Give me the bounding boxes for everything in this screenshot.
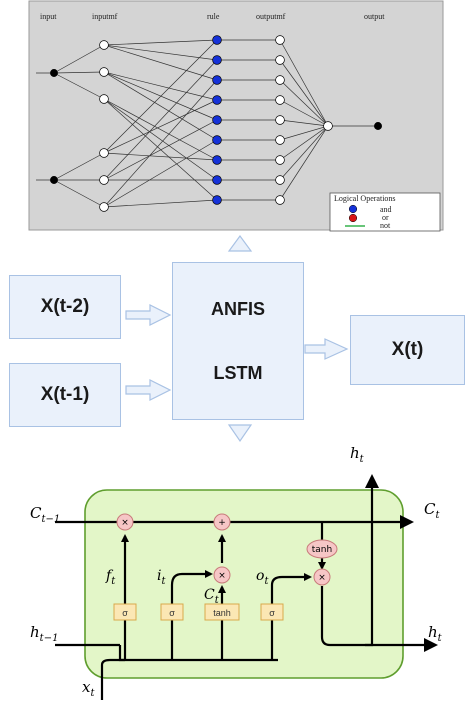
anfis-rule-node xyxy=(212,195,222,205)
legend-and-marker xyxy=(348,204,358,214)
cell-add-op xyxy=(213,513,231,531)
anfis-lstm-model-block: ANFIS LSTM xyxy=(172,262,304,420)
anfis-layer-labels: input inputmf rule outputmf output xyxy=(40,12,385,21)
anfis-sum-node xyxy=(323,121,333,131)
anfis-rule-node xyxy=(212,155,222,165)
anfis-outputmf-node xyxy=(275,35,285,45)
legend-or-label: or xyxy=(382,213,389,222)
input-block-x-t-2: X(t-2) xyxy=(9,275,121,339)
output-block-x-t-label: X(t) xyxy=(391,339,424,360)
legend-box xyxy=(329,192,441,232)
anfis-nodes xyxy=(50,35,382,212)
label-output: output xyxy=(364,12,385,21)
anfis-outputmf-node xyxy=(275,175,285,185)
anfis-rule-node xyxy=(212,135,222,145)
input-multiply-symbol: × xyxy=(218,571,226,581)
legend-title: Logical Operations xyxy=(334,194,396,203)
forget-sigma-label: σ xyxy=(122,608,128,618)
input-block-x-t-1-label: X(t-1) xyxy=(40,384,90,405)
anfis-outputmf-node xyxy=(275,115,285,125)
x-input-label: xt xyxy=(82,678,95,699)
anfis-inputmf-node xyxy=(99,67,109,77)
x-input-line xyxy=(100,658,111,700)
cell-tanh-op xyxy=(306,539,338,559)
anfis-inputmf-node xyxy=(99,175,109,185)
label-inputmf: inputmf xyxy=(92,12,118,21)
input-gate-arrow xyxy=(170,570,213,605)
input-sigma-box xyxy=(160,603,184,621)
anfis-edges xyxy=(36,39,378,208)
anfis-inputmf-node xyxy=(99,94,109,104)
forget-multiply-symbol: × xyxy=(121,518,129,528)
anfis-input-node xyxy=(50,69,58,77)
anfis-rule-node xyxy=(212,115,222,125)
candidate-label: Ct xyxy=(204,587,220,606)
anfis-outputmf-node xyxy=(275,135,285,145)
anfis-rule-node xyxy=(212,55,222,65)
candidate-tanh-box xyxy=(204,603,240,621)
arrow-up-to-anfis xyxy=(227,234,253,252)
anfis-rule-node xyxy=(212,75,222,85)
label-outputmf: outputmf xyxy=(256,12,286,21)
anfis-outputmf-node xyxy=(275,155,285,165)
c-prev-label: Ct−1 xyxy=(30,504,60,525)
input-block-x-t-2-label: X(t-2) xyxy=(40,296,90,317)
lstm-cell-body xyxy=(84,489,404,679)
output-sigma-box xyxy=(260,603,284,621)
cell-add-symbol: + xyxy=(218,518,226,528)
forget-gate-label: ft xyxy=(105,568,116,587)
output-block-x-t: X(t) xyxy=(350,315,465,385)
input-gate-label: it xyxy=(157,568,166,587)
c-next-label: Ct xyxy=(424,500,440,521)
block-diagram-arrows xyxy=(125,234,349,443)
arrow-input1-to-model xyxy=(125,304,172,326)
arrow-input2-to-model xyxy=(125,379,172,401)
legend-or-marker xyxy=(348,213,358,223)
hidden-up-line xyxy=(365,474,379,647)
label-rule: rule xyxy=(207,12,220,21)
forget-multiply-op xyxy=(116,513,134,531)
logical-operations-legend: Logical Operations and or not xyxy=(329,192,441,232)
output-multiply-symbol: × xyxy=(318,573,326,583)
output-sigma-label: σ xyxy=(269,608,275,618)
h-next-label: ht xyxy=(428,623,443,644)
arrow-down-to-lstm xyxy=(227,424,253,443)
input-sigma-label: σ xyxy=(169,608,175,618)
input-multiply-op xyxy=(213,566,231,584)
h-prev-label: ht−1 xyxy=(30,623,58,644)
anfis-rule-node xyxy=(212,175,222,185)
forget-sigma-box xyxy=(113,603,137,621)
anfis-inputmf-node xyxy=(99,202,109,212)
anfis-output-node xyxy=(374,122,382,130)
h-top-label: ht xyxy=(350,444,365,465)
legend-and-label: and xyxy=(380,205,392,214)
anfis-outputmf-node xyxy=(275,75,285,85)
anfis-panel-background xyxy=(28,0,444,231)
anfis-outputmf-node xyxy=(275,55,285,65)
anfis-outputmf-node xyxy=(275,95,285,105)
input-block-x-t-1: X(t-1) xyxy=(9,363,121,427)
output-gate-label: ot xyxy=(256,568,269,587)
hidden-out-line xyxy=(320,586,438,652)
anfis-rule-node xyxy=(212,95,222,105)
candidate-tanh-label: tanh xyxy=(213,608,231,618)
legend-not-label: not xyxy=(380,221,391,230)
anfis-inputmf-node xyxy=(99,148,109,158)
label-input: input xyxy=(40,12,57,21)
anfis-inputmf-node xyxy=(99,40,109,50)
model-label-anfis: ANFIS xyxy=(211,298,265,319)
anfis-outputmf-node xyxy=(275,195,285,205)
anfis-network-panel: input inputmf rule outputmf output Logic… xyxy=(28,0,444,232)
anfis-input-node xyxy=(50,176,58,184)
output-multiply-op xyxy=(313,568,331,586)
arrow-model-to-output xyxy=(304,338,349,360)
model-label-lstm: LSTM xyxy=(213,362,263,383)
output-gate-arrow xyxy=(270,573,312,605)
cell-tanh-label: tanh xyxy=(312,545,332,555)
anfis-rule-node xyxy=(212,35,222,45)
